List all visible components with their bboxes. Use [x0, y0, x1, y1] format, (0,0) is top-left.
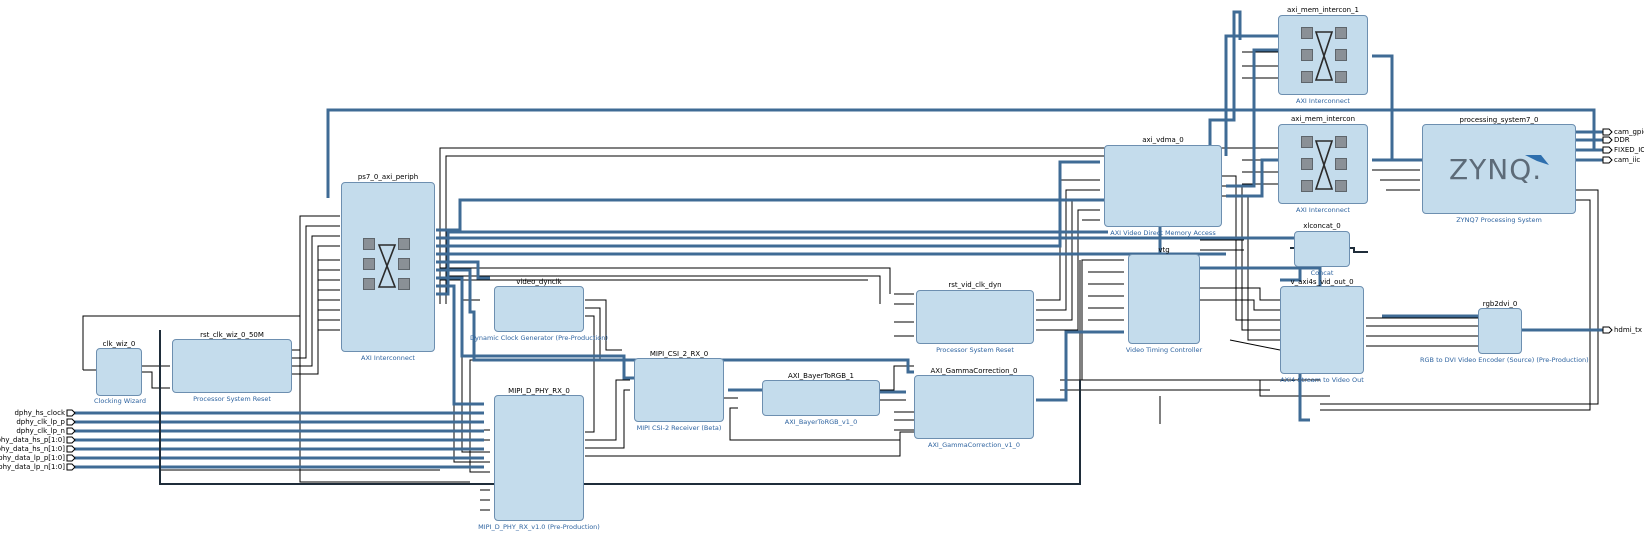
- interconnect-node: [1301, 71, 1313, 83]
- vtg-title: vtg: [1158, 246, 1170, 254]
- port-cam-gpio[interactable]: cam_gpio: [1614, 128, 1644, 136]
- port-dphy-data-hs-n[interactable]: dphy_data_hs_n[1:0]: [0, 445, 65, 453]
- ps7-axi-periph-subtitle: AXI Interconnect: [361, 354, 415, 362]
- mipi-dphy-subtitle: MIPI_D_PHY_RX_v1.0 (Pre-Production): [478, 523, 600, 531]
- port-dphy-clk-lp-n[interactable]: dphy_clk_lp_n: [16, 427, 65, 435]
- gamma-title: AXI_GammaCorrection_0: [930, 367, 1018, 375]
- bus-nets: [72, 10, 1604, 469]
- interconnect-node: [363, 258, 375, 270]
- port-ddr[interactable]: DDR: [1614, 136, 1630, 144]
- port-dphy-clk-lp-p[interactable]: dphy_clk_lp_p: [16, 418, 65, 426]
- bayer-title: AXI_BayerToRGB_1: [788, 372, 854, 380]
- clk-wiz-block[interactable]: [96, 348, 142, 396]
- rgb2dvi-title: rgb2dvi_0: [1482, 300, 1518, 308]
- port-hdmi-tx[interactable]: hdmi_tx: [1614, 326, 1643, 334]
- vid-out-title: v_axi4s_vid_out_0: [1290, 278, 1354, 286]
- mipi-csi2-title: MIPI_CSI_2_RX_0: [649, 350, 709, 358]
- ps7-subtitle: ZYNQ7 Processing System: [1456, 216, 1542, 224]
- ps7-axi-periph-title: ps7_0_axi_periph: [357, 173, 419, 181]
- rgb2dvi-subtitle: RGB to DVI Video Encoder (Source) (Pre-P…: [1420, 356, 1589, 364]
- vtg-subtitle: Video Timing Controller: [1125, 346, 1203, 354]
- rst-vid-block[interactable]: [916, 290, 1034, 344]
- xlconcat-title: xlconcat_0: [1303, 222, 1341, 230]
- xlconcat-block[interactable]: [1294, 231, 1350, 267]
- mem-intercon-subtitle: AXI Interconnect: [1296, 206, 1350, 214]
- ps7-axi-periph-block[interactable]: [341, 182, 435, 352]
- ps-output-port-arrows: [1602, 128, 1613, 164]
- port-cam-iic[interactable]: cam_iic: [1614, 156, 1641, 164]
- bayer-block[interactable]: [762, 380, 880, 416]
- interconnect-node: [1335, 180, 1347, 192]
- interconnect-node: [398, 258, 410, 270]
- crossbar-icon: [1314, 31, 1334, 81]
- video-dynclk-title: video_dynclk: [516, 278, 562, 286]
- input-port-arrows: [66, 409, 76, 471]
- mipi-csi2-block[interactable]: [634, 358, 724, 422]
- mem-intercon-1-title: axi_mem_intercon_1: [1287, 6, 1359, 14]
- zynq-swoosh-icon: [1525, 155, 1549, 165]
- interconnect-node: [1301, 27, 1313, 39]
- mem-intercon-title: axi_mem_intercon: [1290, 115, 1356, 123]
- rst-vid-title: rst_vid_clk_dyn: [948, 281, 1002, 289]
- zynq-logo: ZYNQ.: [1449, 153, 1543, 186]
- gamma-block[interactable]: [914, 375, 1034, 439]
- interconnect-node: [398, 278, 410, 290]
- bayer-subtitle: AXI_BayerToRGB_v1_0: [784, 418, 858, 426]
- clk-wiz-title: clk_wiz_0: [102, 340, 136, 348]
- interconnect-node: [1335, 27, 1347, 39]
- mem-intercon-1-block[interactable]: [1278, 15, 1368, 95]
- interconnect-node: [1301, 136, 1313, 148]
- mipi-csi2-subtitle: MIPI CSI-2 Receiver (Beta): [636, 424, 722, 432]
- crossbar-icon: [1314, 140, 1334, 190]
- interconnect-node: [1335, 71, 1347, 83]
- interconnect-node: [1301, 49, 1313, 61]
- vid-out-block[interactable]: [1280, 286, 1364, 374]
- video-dynclk-subtitle: Dynamic Clock Generator (Pre-Production): [470, 334, 608, 342]
- vdma-block[interactable]: [1104, 145, 1222, 227]
- interconnect-node: [398, 238, 410, 250]
- xlconcat-subtitle: Concat: [1310, 269, 1334, 277]
- ps7-block[interactable]: ZYNQ.: [1422, 124, 1576, 214]
- vdma-title: axi_vdma_0: [1142, 136, 1184, 144]
- interconnect-node: [1335, 136, 1347, 148]
- port-dphy-data-hs-p[interactable]: dphy_data_hs_p[1:0]: [0, 436, 65, 444]
- interconnect-node: [1301, 180, 1313, 192]
- rgb2dvi-block[interactable]: [1478, 308, 1522, 354]
- vtg-block[interactable]: [1128, 254, 1200, 344]
- port-fixed-io[interactable]: FIXED_IO: [1614, 146, 1644, 154]
- hdmi-port-arrow: [1602, 326, 1613, 334]
- interconnect-node: [1335, 158, 1347, 170]
- rst-vid-subtitle: Processor System Reset: [936, 346, 1014, 354]
- rst-clk-wiz-subtitle: Processor System Reset: [193, 395, 271, 403]
- mem-intercon-block[interactable]: [1278, 124, 1368, 204]
- port-dphy-data-lp-n[interactable]: dphy_data_lp_n[1:0]: [0, 463, 65, 471]
- interconnect-node: [1335, 49, 1347, 61]
- gamma-subtitle: AXI_GammaCorrection_v1_0: [928, 441, 1020, 449]
- mipi-dphy-block[interactable]: [494, 395, 584, 521]
- vid-out-subtitle: AXI4-Stream to Video Out: [1280, 376, 1364, 384]
- video-dynclk-block[interactable]: [494, 286, 584, 332]
- interconnect-node: [363, 278, 375, 290]
- rst-clk-wiz-block[interactable]: [172, 339, 292, 393]
- vdma-subtitle: AXI Video Direct Memory Access: [1110, 229, 1216, 237]
- interconnect-node: [363, 238, 375, 250]
- mipi-dphy-title: MIPI_D_PHY_RX_0: [508, 387, 570, 395]
- interconnect-node: [1301, 158, 1313, 170]
- port-dphy-data-lp-p[interactable]: dphy_data_lp_p[1:0]: [0, 454, 65, 462]
- port-dphy-hs-clock[interactable]: dphy_hs_clock: [14, 409, 65, 417]
- crossbar-icon: [377, 244, 397, 288]
- ps7-title: processing_system7_0: [1459, 116, 1539, 124]
- clk-wiz-subtitle: Clocking Wizard: [94, 397, 146, 405]
- rst-clk-wiz-title: rst_clk_wiz_0_50M: [200, 331, 264, 339]
- mem-intercon-1-subtitle: AXI Interconnect: [1296, 97, 1350, 105]
